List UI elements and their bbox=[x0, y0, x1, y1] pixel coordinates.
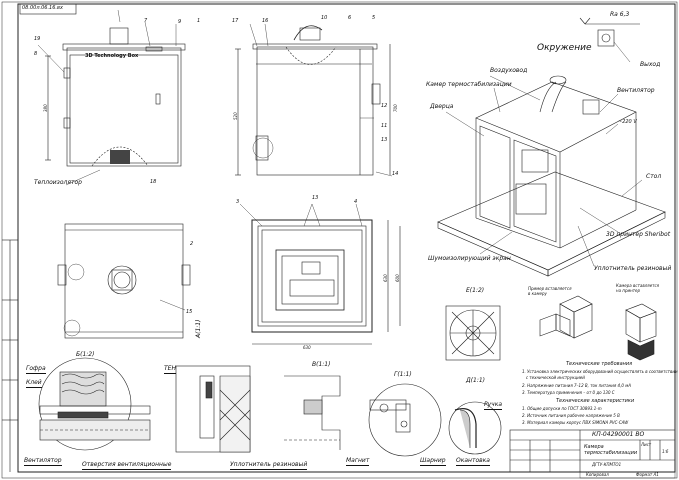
label-grid: Гофра bbox=[26, 365, 46, 374]
tech-characteristics-title: Технические характеристики bbox=[556, 398, 635, 404]
part-number: 14 bbox=[392, 171, 399, 177]
stamp-text: 08.00л.06.16.вх bbox=[22, 5, 63, 11]
top-view bbox=[57, 223, 191, 339]
view-label-e: Е(1:2) bbox=[466, 287, 485, 294]
front-panel-title: 3D Technology Box bbox=[85, 53, 139, 59]
example-views bbox=[539, 295, 657, 361]
label-noise-screen: Шумоизолирующий экран bbox=[428, 255, 511, 262]
dimension-section-width: 630 bbox=[303, 345, 311, 350]
view-label-b: Б(1:2) bbox=[76, 351, 95, 358]
side-view bbox=[235, 23, 393, 177]
tech-requirement-line: 1. Установка электрических оборудований … bbox=[522, 369, 678, 374]
view-label-a: А(1:1) bbox=[195, 319, 202, 338]
part-number: 5 bbox=[372, 15, 376, 21]
dimension-section-depth: 630 bbox=[383, 274, 388, 282]
label-handle: Ручка bbox=[484, 401, 503, 410]
label-example-printer: Камера вставляется на принтер bbox=[616, 283, 660, 294]
part-number: 12 bbox=[381, 103, 388, 109]
label-rubber-seal: Уплотнитель резиновый bbox=[594, 265, 672, 272]
part-number: 9 bbox=[178, 19, 182, 25]
label-example-insert: Пример вставляется в камеру bbox=[528, 286, 572, 297]
part-number: 13 bbox=[312, 195, 319, 201]
inner-frame bbox=[17, 3, 676, 473]
dimension-side-height: 520 bbox=[233, 112, 238, 120]
part-number: 19 bbox=[34, 36, 41, 42]
isometric-view bbox=[437, 17, 666, 277]
label-magnet: Магнит bbox=[346, 457, 370, 466]
detail-views bbox=[38, 357, 502, 457]
label-hinge: Шарнир bbox=[420, 457, 446, 466]
part-number: 13 bbox=[381, 137, 388, 143]
part-number: 16 bbox=[262, 18, 269, 24]
tech-requirements-title: Технические требования bbox=[566, 361, 633, 367]
tech-requirement-line: 3. Температура применения – от 0 до 130 … bbox=[522, 390, 615, 395]
label-clamp: Клей bbox=[26, 379, 42, 388]
label-air-duct: Воздуховод bbox=[490, 67, 528, 74]
fan-view bbox=[445, 305, 501, 361]
label-outlet: Выход bbox=[640, 61, 661, 68]
roughness-mark: Ra 6,3 bbox=[610, 11, 630, 18]
tech-characteristic-line: 3. Материал камеры корпус ПВХ SIMONA PVC… bbox=[522, 420, 629, 425]
label-ten: ТЕН bbox=[164, 365, 176, 374]
part-number: 10 bbox=[321, 15, 328, 21]
label-thermo-chamber: Камер термостабилизации bbox=[426, 81, 512, 88]
part-number: 3 bbox=[236, 199, 240, 205]
part-number: 4 bbox=[354, 199, 358, 205]
doc-format: Формат А1 bbox=[636, 472, 659, 477]
label-table: Стол bbox=[646, 173, 662, 180]
doc-sheet: Лист bbox=[641, 442, 652, 447]
view-label-d: Д(1:1) bbox=[466, 377, 486, 384]
doc-scale: 1:6 bbox=[662, 449, 669, 454]
label-vent-holes: Отверстия вентиляционные bbox=[82, 461, 172, 470]
part-number: 18 bbox=[150, 179, 157, 185]
part-number: 1 bbox=[197, 18, 201, 24]
view-label-g: Г(1:1) bbox=[394, 371, 412, 378]
tech-requirement-line: 2. Напряжение питания 7–12 В, ток питани… bbox=[522, 383, 631, 388]
part-number: 2 bbox=[190, 241, 194, 247]
dimension-side-total: 700 bbox=[393, 104, 398, 112]
stamp-box bbox=[19, 3, 77, 15]
doc-copied: Копировал bbox=[586, 472, 609, 477]
label-fan: Вентилятор bbox=[617, 87, 655, 94]
doc-code: КП-04290001 ВО bbox=[592, 431, 645, 438]
doc-org: ДГТУ-КПМТО1 bbox=[592, 462, 622, 467]
label-printer: 3D принтер Sheribot bbox=[606, 231, 671, 238]
part-number: 6 bbox=[348, 15, 352, 21]
label-voltage: ~220 V bbox=[618, 119, 637, 125]
label-heat-insulator: Теплоизолятор bbox=[34, 179, 82, 186]
part-number: 15 bbox=[186, 309, 193, 315]
dimension-section-height: 600 bbox=[395, 274, 400, 282]
label-trim: Окантовка bbox=[456, 457, 490, 466]
section-view bbox=[239, 203, 401, 345]
label-fan-detail: Вентилятор bbox=[24, 457, 62, 466]
tech-characteristic-line: 2. Источник питания рабочее напряжение 5… bbox=[522, 413, 620, 418]
view-label-v: В(1:1) bbox=[312, 361, 331, 368]
part-number: 17 bbox=[232, 18, 239, 24]
dimension-front-height: 380 bbox=[43, 104, 48, 112]
label-rubber-seal-2: Уплотнитель резиновый bbox=[230, 461, 308, 470]
label-door: Дверца bbox=[430, 103, 454, 110]
front-view bbox=[37, 9, 186, 186]
part-number: 7 bbox=[144, 18, 148, 24]
tech-characteristic-line: 1. Общие допуски по ГОСТ 30893.1-m bbox=[522, 406, 602, 411]
part-number: 8 bbox=[34, 51, 38, 57]
doc-name: Камера термостабилизации bbox=[584, 444, 638, 456]
title-block bbox=[509, 429, 676, 479]
part-number: 11 bbox=[381, 123, 388, 129]
tech-requirement-line: с технической инструкцией bbox=[522, 375, 585, 380]
environment-title: Окружение bbox=[537, 43, 592, 53]
